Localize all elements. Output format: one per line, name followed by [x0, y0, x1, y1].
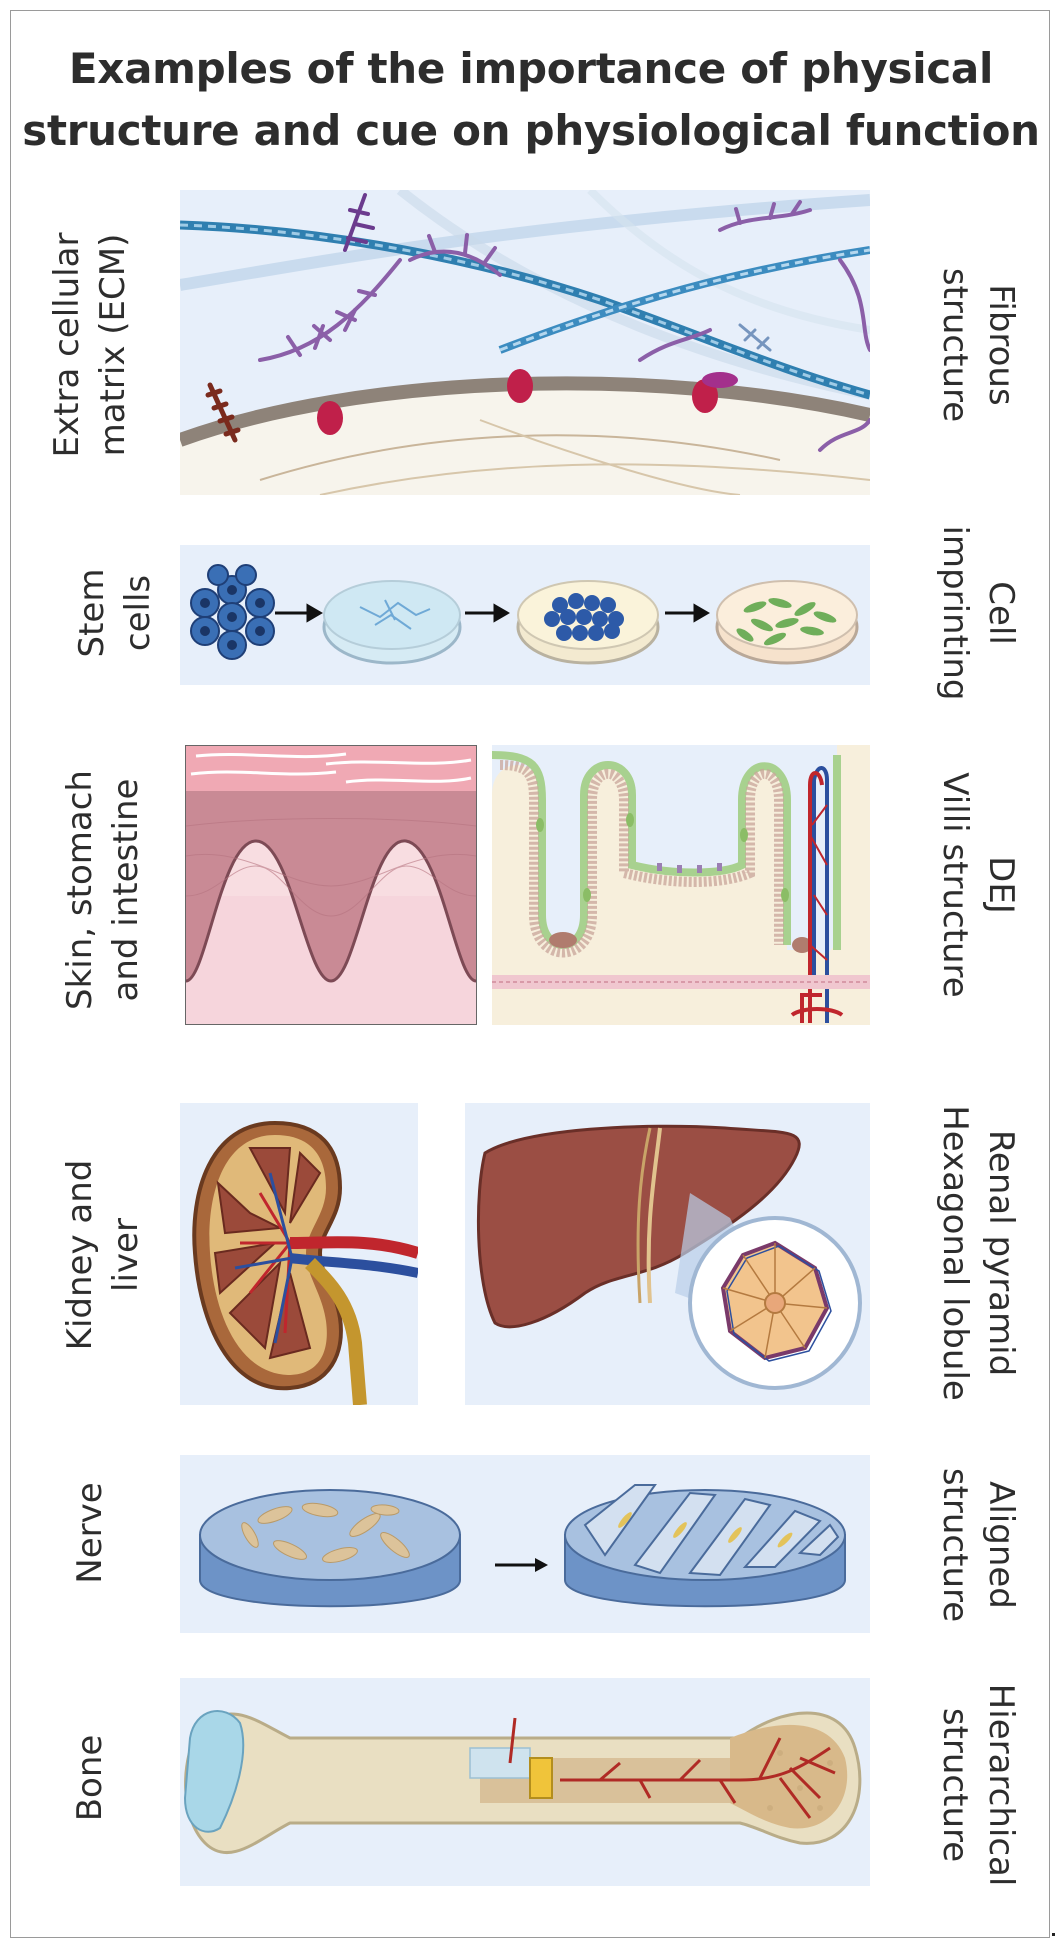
panel-kidney: [180, 1103, 418, 1405]
figure-title: Examples of the importance of physical s…: [0, 38, 1062, 162]
label-skin-right: DEJ Villi structure: [935, 772, 1021, 998]
label-stem-right: Cell imprinting: [935, 525, 1021, 701]
panel-bone: [180, 1678, 870, 1886]
panel-nerve: [180, 1455, 870, 1633]
title-line-1: Examples of the importance of physical: [68, 44, 994, 93]
panel-skin-dej: [185, 745, 477, 1025]
figure-frame: [10, 10, 1050, 1938]
label-kidney-left: Kidney and liver: [60, 1159, 146, 1351]
label-bone-left: Bone: [70, 1734, 110, 1822]
panel-ecm: [180, 190, 870, 495]
label-nerve-right: Aligned structure: [935, 1467, 1021, 1623]
label-ecm-right: Fibrous structure: [935, 267, 1021, 423]
label-nerve-left: Nerve: [70, 1482, 110, 1584]
label-stem-left: Stem cells: [72, 568, 158, 658]
title-line-2: structure and cue on physiological funct…: [22, 106, 1040, 155]
corner-mark: [1052, 1933, 1055, 1936]
panel-stem-cells: [180, 545, 870, 685]
label-skin-left: Skin, stomach and intestine: [60, 770, 146, 1010]
label-kidney-right: Renal pyramid Hexagonal lobule: [935, 1105, 1021, 1401]
panel-villi: [492, 745, 870, 1025]
label-ecm-left: Extra cellular matrix (ECM): [47, 232, 133, 458]
label-bone-right: Hierarchical structure: [935, 1683, 1021, 1887]
panel-liver: [465, 1103, 870, 1405]
